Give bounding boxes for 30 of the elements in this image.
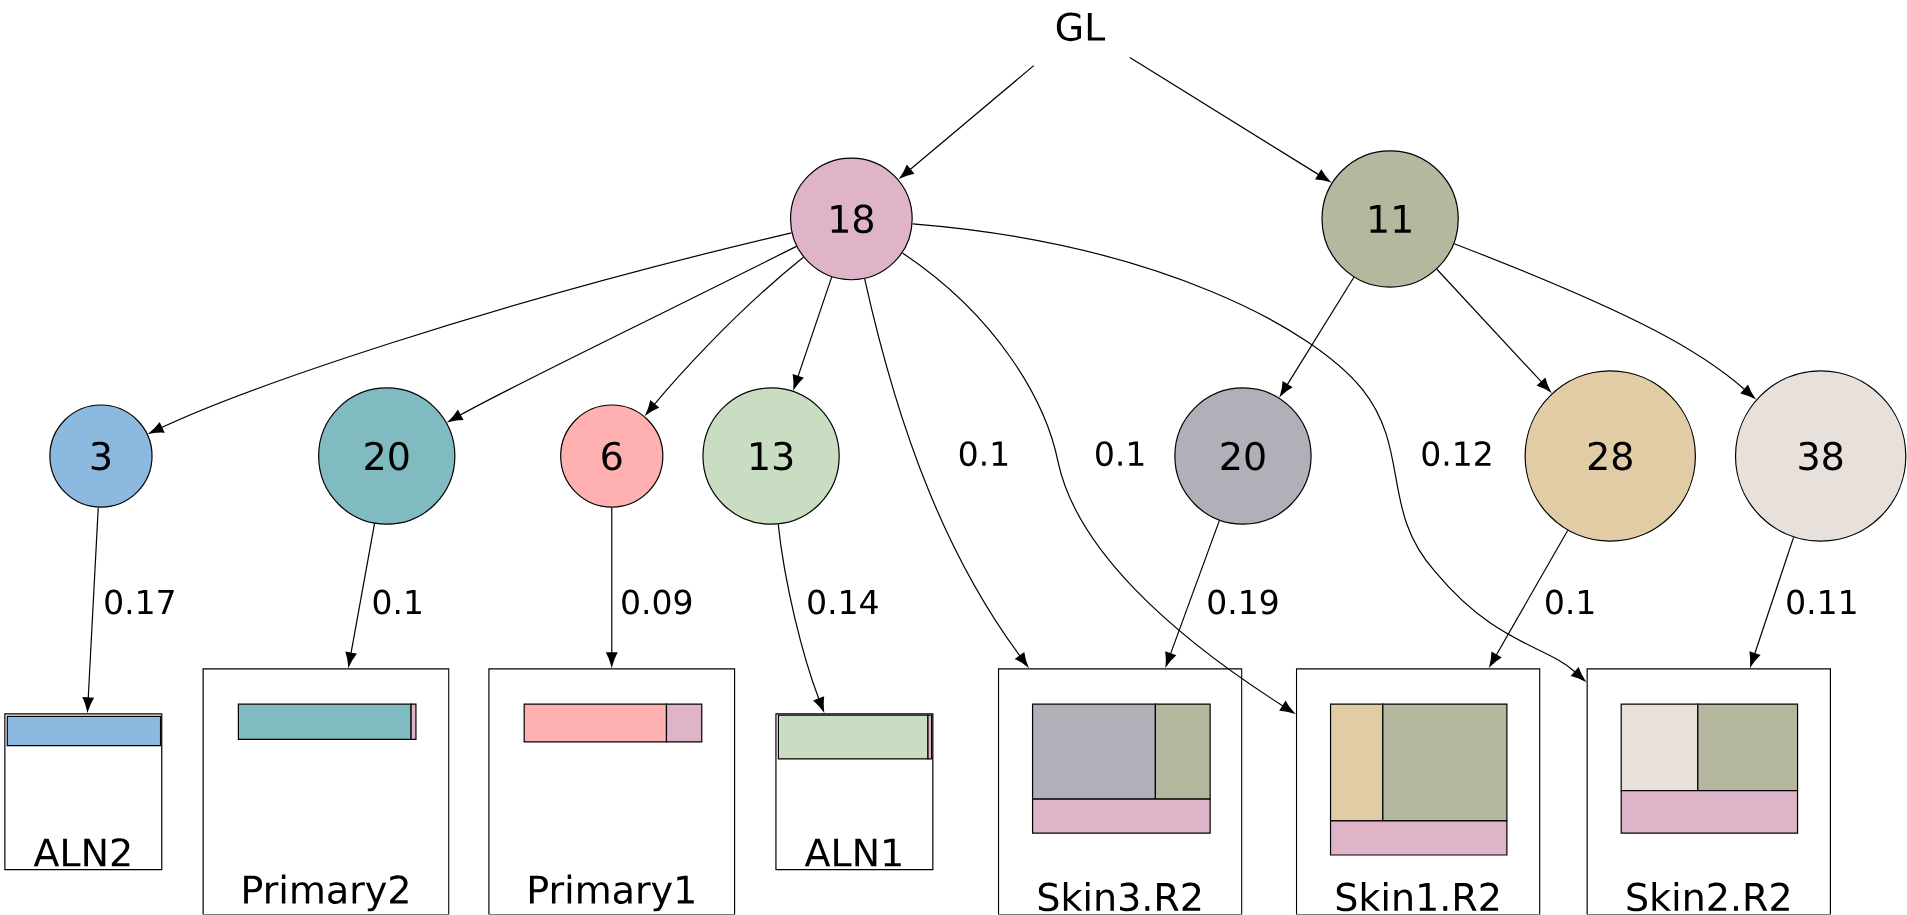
edge-label: 0.14 (805, 588, 881, 616)
edge-label: 0.19 (1205, 588, 1281, 616)
arrow (1489, 530, 1569, 667)
arrow (149, 232, 793, 434)
edge-label: 0.17 (102, 588, 178, 616)
edge-label: 0.12 (1419, 440, 1495, 468)
arrow (448, 246, 798, 423)
edge-label: 0.1 (1092, 440, 1148, 468)
arrow (1279, 276, 1355, 397)
edge-label: 0.09 (619, 588, 695, 616)
arrow (645, 256, 804, 416)
arrow (1453, 243, 1755, 399)
arrow (911, 223, 1586, 682)
arrow (901, 252, 1295, 714)
arrow (777, 524, 825, 712)
arrow (345, 523, 376, 667)
arrow (1749, 537, 1795, 667)
edge-label: 0.11 (1784, 588, 1860, 616)
arrow (1165, 520, 1220, 667)
arrow (864, 278, 1029, 668)
edge-label: 0.1 (370, 588, 425, 616)
arrow (82, 507, 99, 712)
arrow (899, 65, 1035, 179)
arrow (606, 507, 618, 667)
edge-label: 0.1 (1542, 588, 1598, 616)
edge-label: 0.1 (956, 440, 1012, 468)
arrow (792, 276, 833, 390)
arrow (1436, 268, 1551, 393)
root-label: GL (1056, 12, 1106, 42)
arrow (1129, 57, 1331, 183)
